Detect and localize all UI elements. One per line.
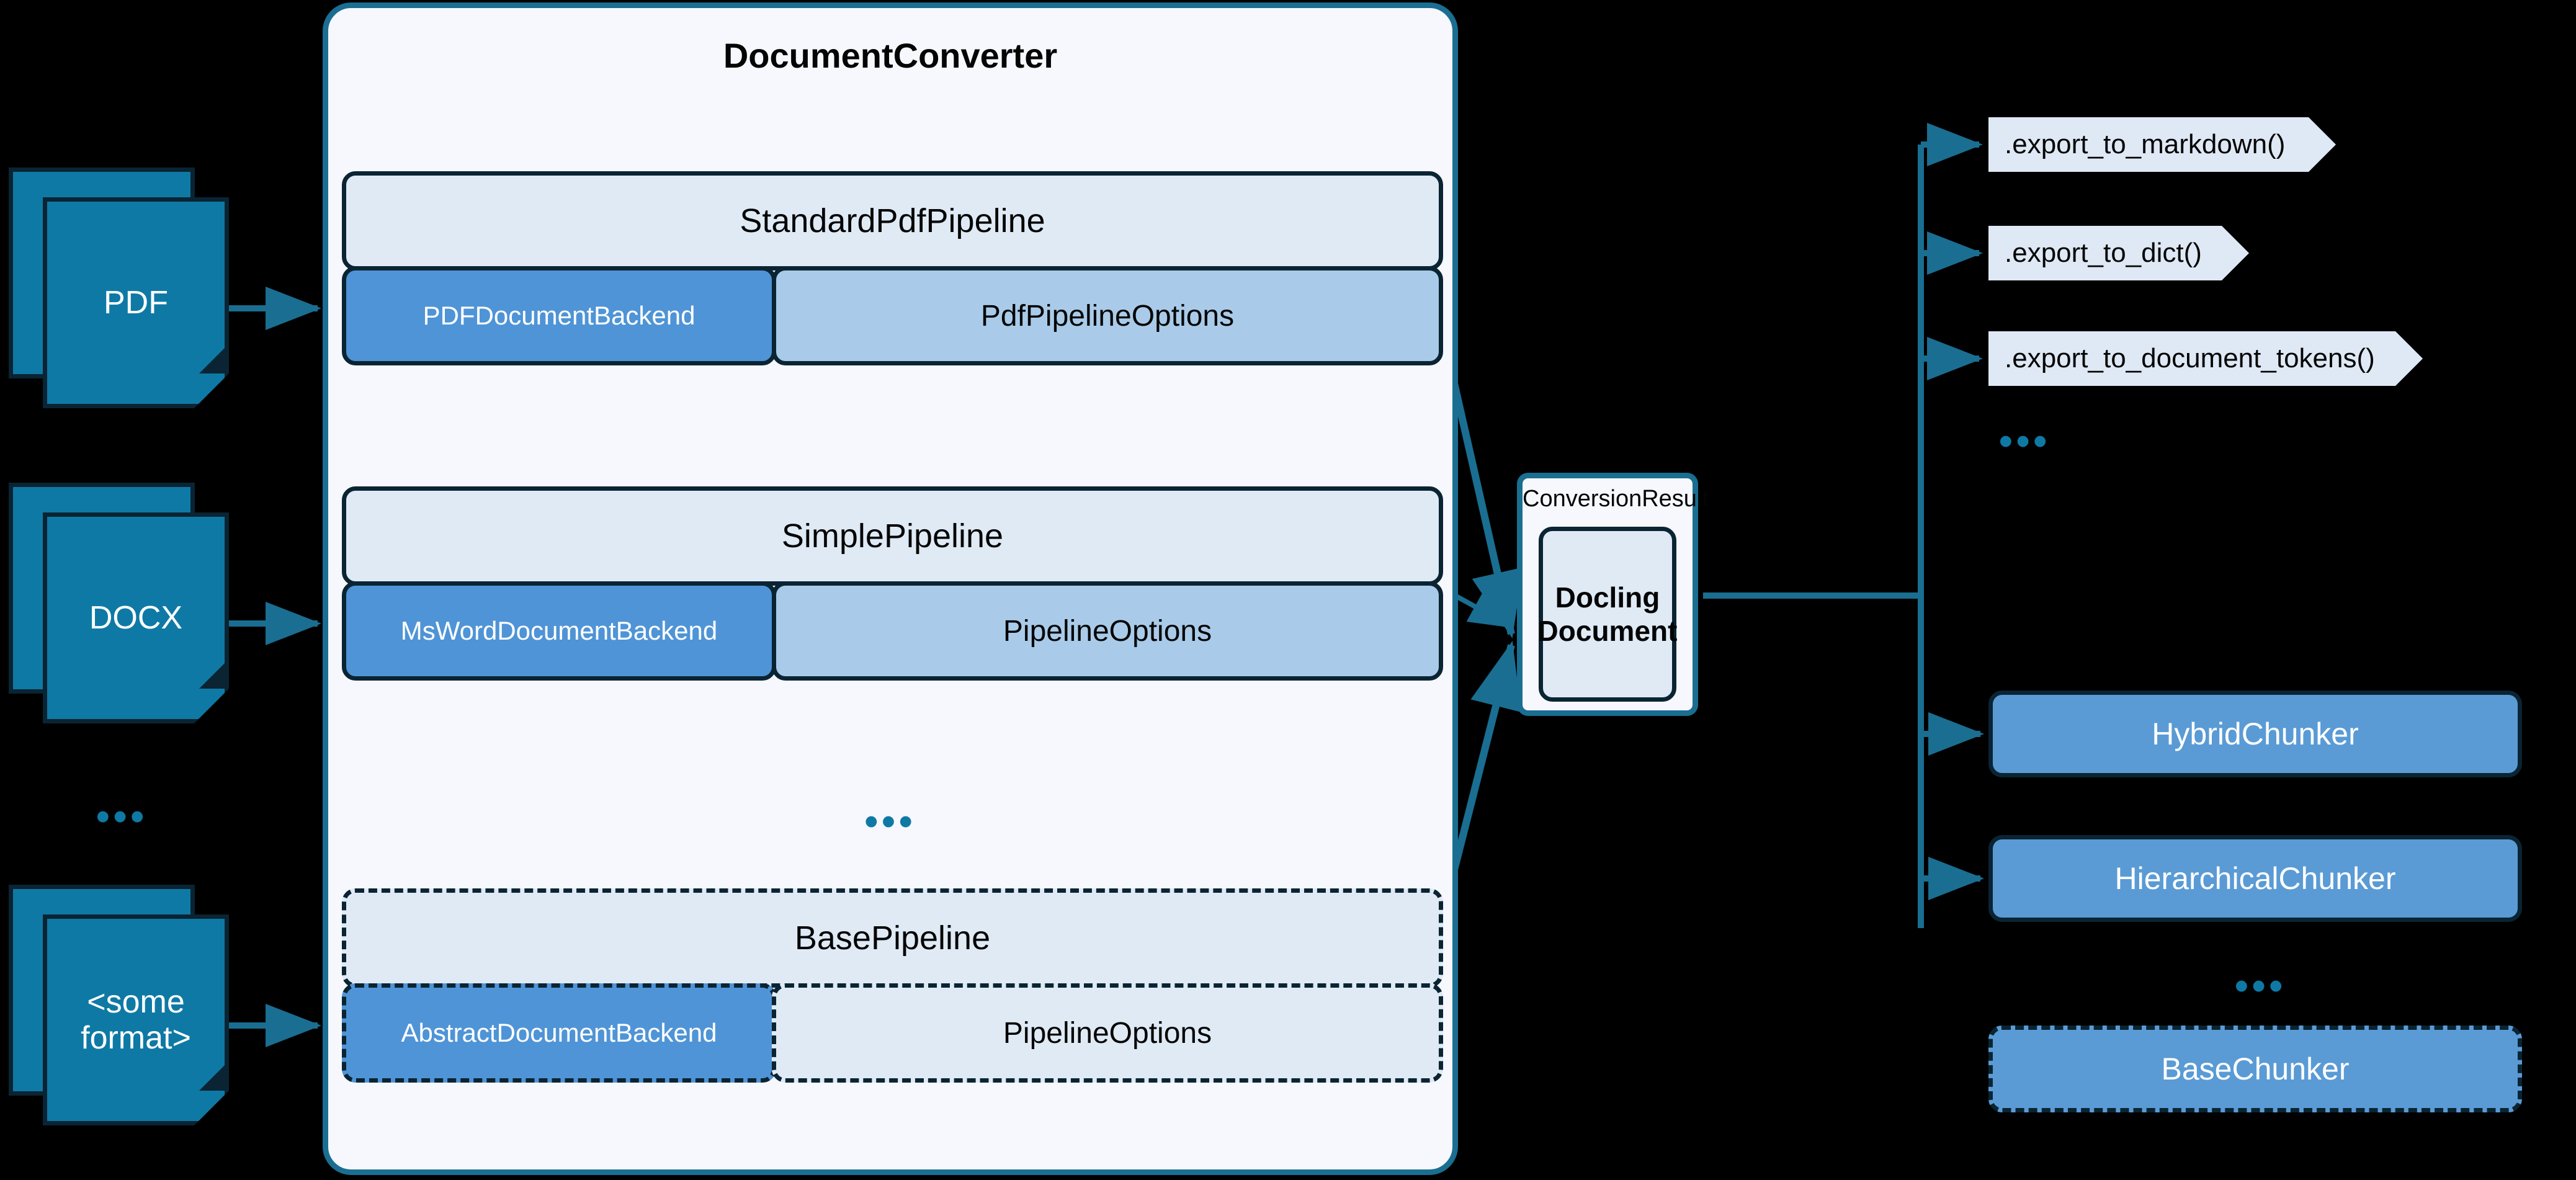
chunker-hybridchunker[interactable]: HybridChunker — [1988, 691, 2522, 777]
pipeline-row: PDFDocumentBackend PdfPipelineOptions — [342, 266, 1443, 365]
chunker-label-base: BaseChunker — [2161, 1052, 2350, 1086]
chunkers-ellipsis: ••• — [2235, 965, 2287, 1008]
someformat-line-2: format> — [81, 1020, 191, 1056]
export-to-document-tokens-chevron[interactable]: .export_to_document_tokens() — [1988, 331, 2423, 386]
pipeline-group-simplepipeline[interactable]: SimplePipeline MsWordDocumentBackend Pip… — [342, 486, 1443, 681]
input-label-docx: DOCX — [89, 599, 183, 636]
input-label-pdf: PDF — [104, 284, 168, 321]
pipeline-group-basepipeline[interactable]: BasePipeline AbstractDocumentBackend Pip… — [342, 888, 1443, 1083]
page-fold-icon — [194, 344, 229, 408]
input-label-someformat: <some format> — [81, 984, 191, 1056]
backend-abstractdocumentbackend[interactable]: AbstractDocumentBackend — [342, 983, 776, 1083]
page-fold-icon — [194, 659, 229, 723]
export-label-document-tokens: .export_to_document_tokens() — [2005, 343, 2375, 373]
pipeline-group-standardpdfpipeline[interactable]: StandardPdfPipeline PDFDocumentBackend P… — [342, 171, 1443, 365]
docling-document-box[interactable]: Docling Document — [1537, 527, 1678, 702]
pipeline-name-basepipeline: BasePipeline — [342, 888, 1443, 988]
chunker-basechunker[interactable]: BaseChunker — [1988, 1026, 2522, 1112]
backend-msworddocumentbackend[interactable]: MsWordDocumentBackend — [342, 581, 776, 681]
chunker-hierarchicalchunker[interactable]: HierarchicalChunker — [1988, 835, 2522, 922]
page-title: DocumentConverter — [723, 36, 1058, 75]
options-pipelineoptions[interactable]: PipelineOptions — [772, 581, 1443, 681]
export-to-markdown-chevron[interactable]: .export_to_markdown() — [1988, 117, 2336, 172]
chunker-label-hybrid: HybridChunker — [2152, 717, 2359, 751]
page-fold-inner-icon — [199, 344, 229, 373]
exports-ellipsis: ••• — [1999, 420, 2051, 463]
docling-document-line-2: Document — [1537, 615, 1678, 647]
options-pdfpipelineoptions[interactable]: PdfPipelineOptions — [772, 266, 1443, 365]
conversion-result-label: ConversionResult — [1523, 486, 1709, 512]
page-fold-inner-icon — [199, 659, 229, 689]
backend-pdfdocumentbackend[interactable]: PDFDocumentBackend — [342, 266, 776, 365]
docling-document-line-1: Docling — [1555, 581, 1660, 614]
export-label-markdown: .export_to_markdown() — [2005, 129, 2286, 159]
page-fold-inner-icon — [199, 1061, 229, 1091]
pipeline-ellipsis: ••• — [864, 800, 916, 843]
input-ellipsis: ••• — [96, 795, 148, 838]
options-pipelineoptions-base[interactable]: PipelineOptions — [772, 983, 1443, 1083]
page-fold-icon — [194, 1061, 229, 1125]
chunker-label-hierarchical: HierarchicalChunker — [2114, 861, 2396, 896]
export-label-dict: .export_to_dict() — [2005, 238, 2202, 268]
document-converter-panel: DocumentConverter StandardPdfPipeline PD… — [323, 2, 1458, 1175]
conversion-result-box[interactable]: ConversionResult Docling Document — [1517, 473, 1709, 716]
pipeline-row: AbstractDocumentBackend PipelineOptions — [342, 983, 1443, 1083]
doc-sheet-front: DOCX — [43, 512, 229, 723]
doc-sheet-front: PDF — [43, 197, 229, 408]
pipeline-row: MsWordDocumentBackend PipelineOptions — [342, 581, 1443, 681]
pipeline-name-simplepipeline: SimplePipeline — [342, 486, 1443, 586]
pipeline-name-standardpdfpipeline: StandardPdfPipeline — [342, 171, 1443, 270]
doc-sheet-front: <some format> — [43, 914, 229, 1125]
export-to-dict-chevron[interactable]: .export_to_dict() — [1988, 226, 2249, 280]
someformat-line-1: <some — [87, 983, 185, 1020]
